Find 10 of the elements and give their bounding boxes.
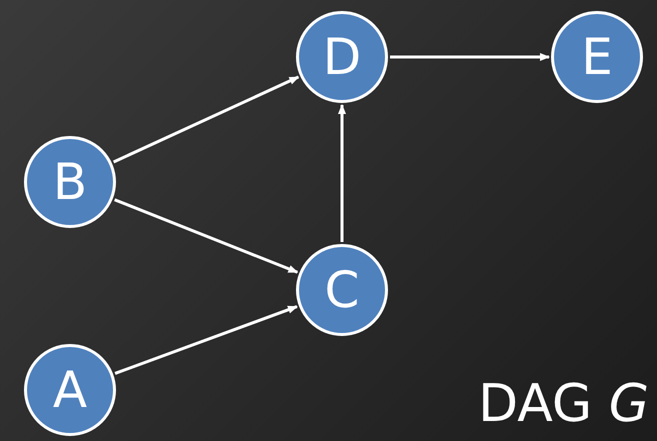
- node-label: C: [324, 265, 360, 315]
- arrow: [390, 53, 550, 61]
- arrow: [114, 198, 298, 274]
- arrow: [338, 104, 346, 242]
- node-label: A: [52, 365, 88, 415]
- node-label: D: [322, 32, 362, 82]
- arrow: [114, 305, 298, 375]
- diagram-label: DAG G: [478, 373, 649, 436]
- node-label: E: [581, 32, 613, 82]
- node-label: B: [52, 157, 88, 207]
